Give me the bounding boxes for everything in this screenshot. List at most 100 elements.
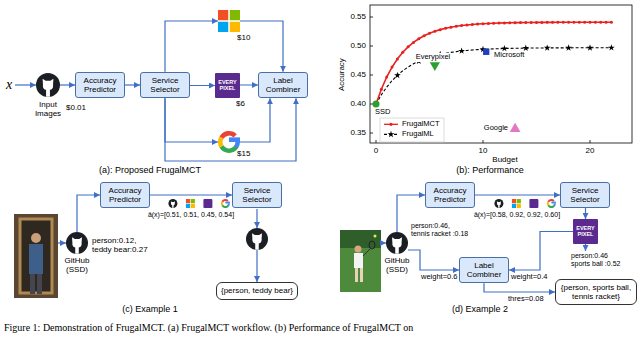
flow-arrow — [585, 244, 586, 251]
panel-label: (c) Example 1 — [122, 304, 178, 314]
connector-arrow — [584, 208, 586, 219]
connector-arrow — [509, 232, 573, 271]
frugalmct-marker — [465, 23, 468, 26]
microsoft-logo — [191, 199, 195, 203]
frugalmct-marker — [583, 21, 586, 24]
google-logo — [229, 137, 240, 142]
google-point — [510, 123, 521, 132]
connector-arrow — [165, 98, 296, 161]
github-icon — [36, 73, 60, 97]
performance-chart — [483, 140, 484, 143]
google-logo — [218, 131, 240, 153]
connector-arrow — [240, 21, 283, 72]
github-icon — [168, 199, 177, 208]
microsoft-logo: $10 — [218, 10, 240, 32]
box-text: Service Selector — [145, 76, 185, 94]
connector-arrow — [165, 21, 218, 72]
frugalmct-marker — [540, 21, 543, 24]
example-photo — [363, 249, 370, 256]
example-photo — [340, 230, 381, 248]
google-logo: $15 — [218, 131, 240, 153]
github-icon — [171, 201, 175, 208]
frugalmct-marker — [524, 21, 527, 24]
frugalmct-marker — [492, 22, 495, 25]
frugalmct-marker — [567, 21, 570, 24]
github-icon — [66, 232, 88, 254]
point-label: SSD — [375, 108, 390, 117]
box-text: {person, teddy bear} — [221, 286, 293, 295]
frugalmct-marker — [508, 21, 511, 24]
everypixel-logo — [203, 199, 212, 208]
box-text: Accuracy Predictor — [430, 186, 470, 204]
logo-text: EVERY PIXEL — [215, 73, 240, 98]
box-text: {person, sports ball, tennis racket} — [560, 283, 632, 301]
frugalmct-marker — [444, 27, 447, 30]
result-box: {person, sports ball, tennis racket} — [555, 279, 637, 305]
google-logo — [221, 199, 230, 208]
performance-chart — [370, 46, 373, 47]
google-logo — [551, 202, 556, 204]
icon-caption: $6 — [236, 99, 245, 108]
point-label: Microsoft — [494, 51, 524, 60]
frugalmct-marker — [578, 21, 581, 24]
process-box: Accuracy Predictor — [100, 182, 150, 208]
microsoft-logo — [218, 22, 228, 32]
performance-chart — [370, 75, 373, 76]
performance-chart — [370, 133, 373, 134]
edge-label: thres=0.08 — [508, 295, 544, 304]
legend-text: FrugalML — [402, 130, 434, 139]
frugalmct-marker — [546, 21, 549, 24]
github-icon — [43, 79, 54, 97]
frugalmct-marker — [460, 24, 463, 27]
frugalmct-marker — [482, 22, 485, 25]
tick-label: 10 — [479, 146, 488, 155]
frugalmct-marker — [476, 23, 479, 26]
process-box: Accuracy Predictor — [425, 182, 475, 208]
logo-text: EVERY PIXEL — [573, 219, 598, 244]
frugalmct-marker — [423, 34, 426, 37]
panel-label: (d) Example 2 — [452, 304, 508, 314]
frugalml-marker — [394, 72, 401, 78]
frugalmct-marker — [551, 21, 554, 24]
icon-caption: GitHub (SSD) — [377, 256, 417, 274]
example-photo — [37, 274, 42, 294]
github-icon — [386, 232, 408, 254]
frugalmct-marker — [439, 28, 442, 31]
frugalmct-marker — [519, 21, 522, 24]
example-photo — [340, 230, 381, 292]
github-icon — [494, 199, 503, 208]
github-icon — [252, 233, 262, 249]
frugalmct-marker — [417, 37, 420, 40]
everypixel-logo: EVERY PIXEL$6 — [215, 73, 240, 98]
frugalmct-marker — [449, 26, 452, 29]
microsoft-logo — [512, 199, 516, 203]
github-icon: GitHub (SSD) — [386, 232, 408, 254]
github-icon — [66, 232, 88, 254]
process-box: Label Combiner — [459, 257, 509, 283]
flow-arrow — [256, 209, 257, 228]
box-text: Service Selector — [237, 186, 277, 204]
connector-arrow — [165, 98, 218, 142]
process-box: Service Selector — [560, 182, 610, 208]
frugalmct-marker — [503, 21, 506, 24]
frugalmct-marker — [498, 22, 501, 25]
microsoft-logo — [512, 199, 521, 208]
box-text: Label Combiner — [263, 76, 303, 94]
process-box: Service Selector — [232, 182, 282, 208]
point-label: Google — [484, 124, 508, 133]
tick-label: 20 — [586, 146, 595, 155]
github-icon — [36, 73, 60, 97]
frugalml-curve — [376, 48, 611, 104]
process-box: Service Selector — [140, 72, 190, 98]
icon-caption: $10 — [237, 33, 250, 42]
frugalml-marker — [544, 44, 551, 50]
performance-chart — [376, 140, 377, 143]
google-logo — [228, 204, 230, 207]
performance-chart — [370, 5, 632, 143]
example-photo — [31, 233, 41, 243]
box-text: Label Combiner — [464, 261, 504, 279]
tick-label: 0.50 — [350, 41, 366, 50]
edge-label: weight=0.4 — [511, 273, 548, 282]
